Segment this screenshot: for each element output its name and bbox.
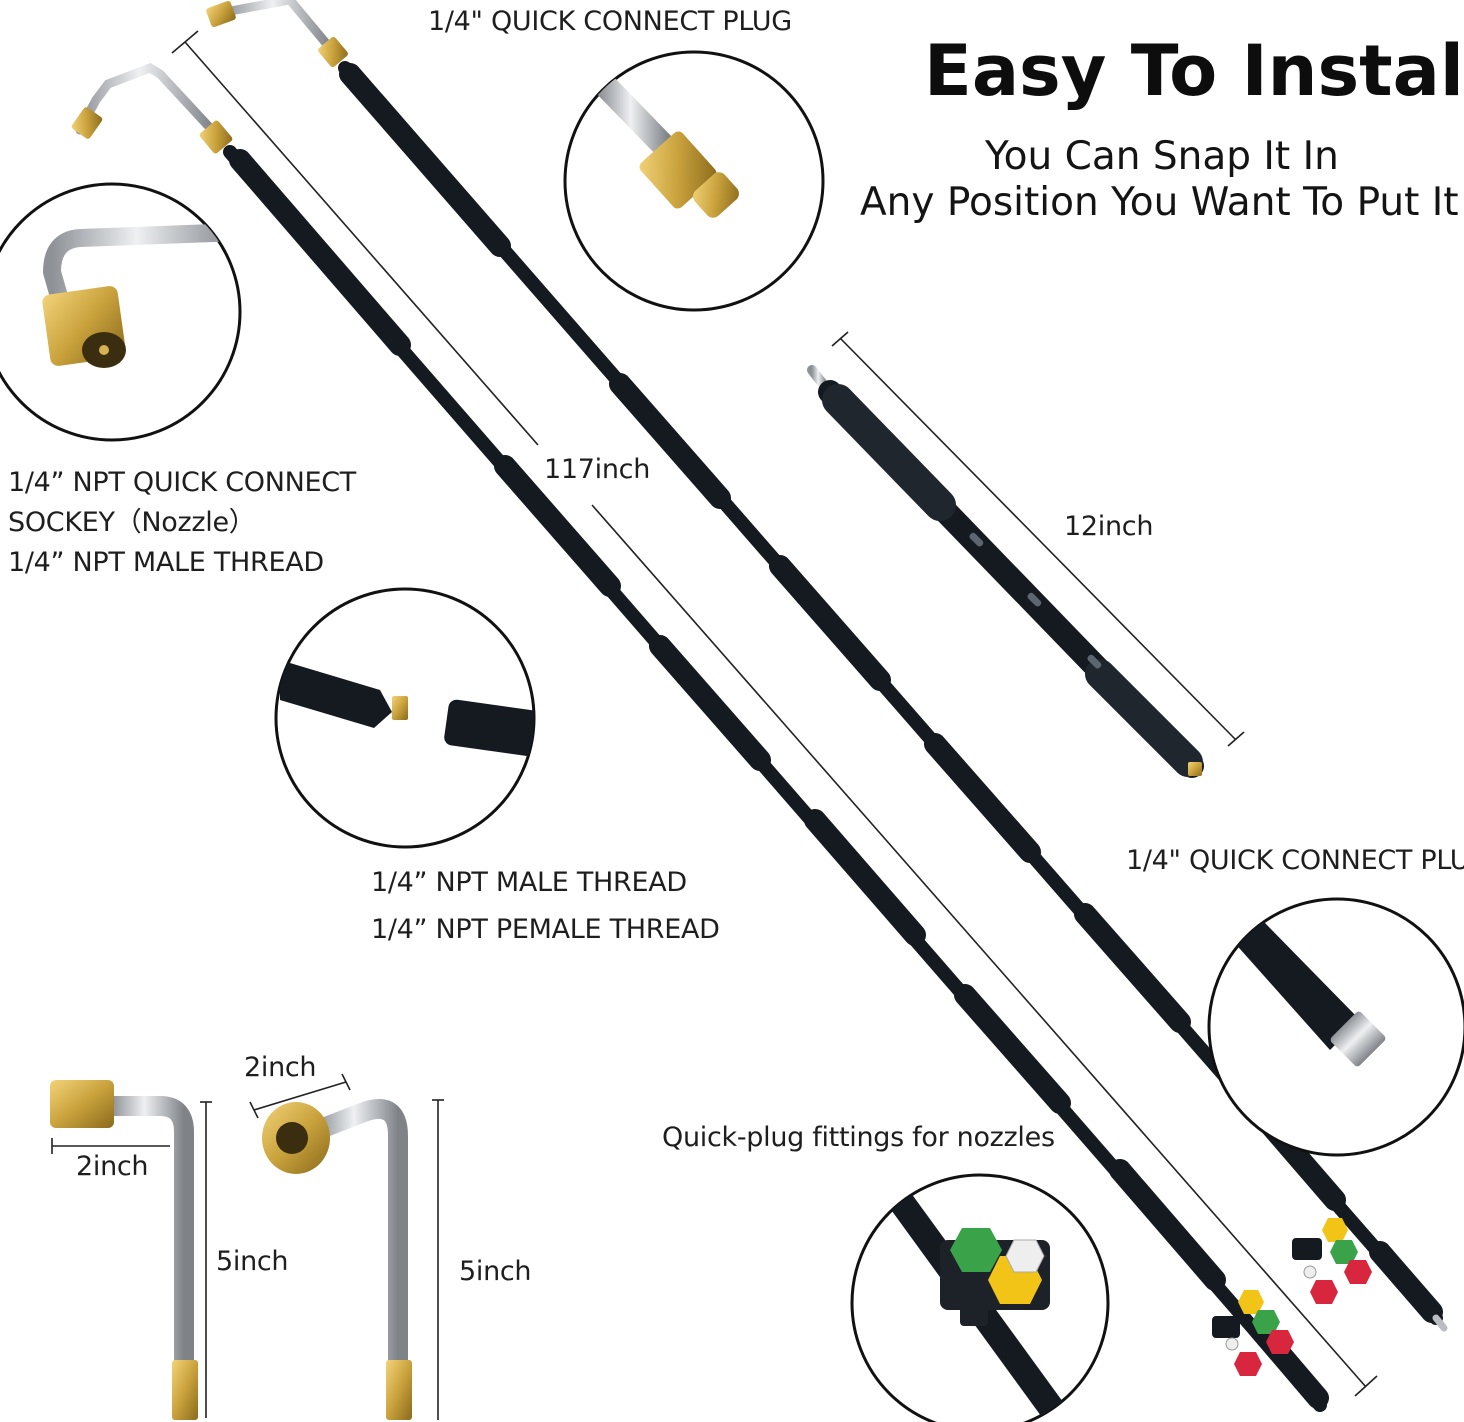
label-bend1-width: 2inch [76,1151,149,1182]
label-bend1-height: 5inch [216,1246,289,1277]
nozzle-cluster-left-wand [1212,1290,1294,1376]
dimension-12inch [831,331,1245,747]
label-plug-top: 1/4" QUICK CONNECT PLUG [428,6,792,37]
zoom-circle-plug-top [563,50,825,312]
long-wand-left [71,63,1329,1412]
zoom-circle-socket [0,182,242,442]
short-wand [807,365,1204,778]
label-plug-right: 1/4" QUICK CONNECT PLU [1126,845,1464,876]
label-bend2-height: 5inch [459,1256,532,1287]
label-socket-line1: 1/4” NPT QUICK CONNECT [8,467,356,498]
label-male-thread-top: 1/4” NPT MALE THREAD [8,547,324,578]
label-length-117: 117inch [544,454,651,485]
label-bend2-width: 2inch [244,1052,317,1083]
label-nozzle-fittings: Quick-plug fittings for nozzles [662,1122,1055,1153]
dimension-117inch [171,30,1378,1397]
label-male-thread-mid: 1/4” NPT MALE THREAD [371,867,687,898]
nozzle-cluster-right-wand [1292,1218,1372,1304]
label-length-12: 12inch [1064,511,1154,542]
bend-attachment-right [262,1099,412,1420]
label-socket-line2: SOCKEY（Nozzle） [8,507,256,538]
label-female-thread-mid: 1/4” NPT PEMALE THREAD [371,914,720,945]
zoom-circle-thread [274,587,536,849]
heading-subtitle-line2: Any Position You Want To Put It [860,180,1459,225]
bend1-dimensions [51,1101,212,1418]
bend-attachment-left [50,1080,198,1420]
bend2-dimensions [249,1073,444,1420]
heading-subtitle-line1: You Can Snap It In [985,134,1339,179]
heading-title: Easy To Install [924,30,1464,112]
zoom-circle-nozzles [850,1173,1110,1422]
zoom-circle-plug-right [1207,897,1464,1157]
